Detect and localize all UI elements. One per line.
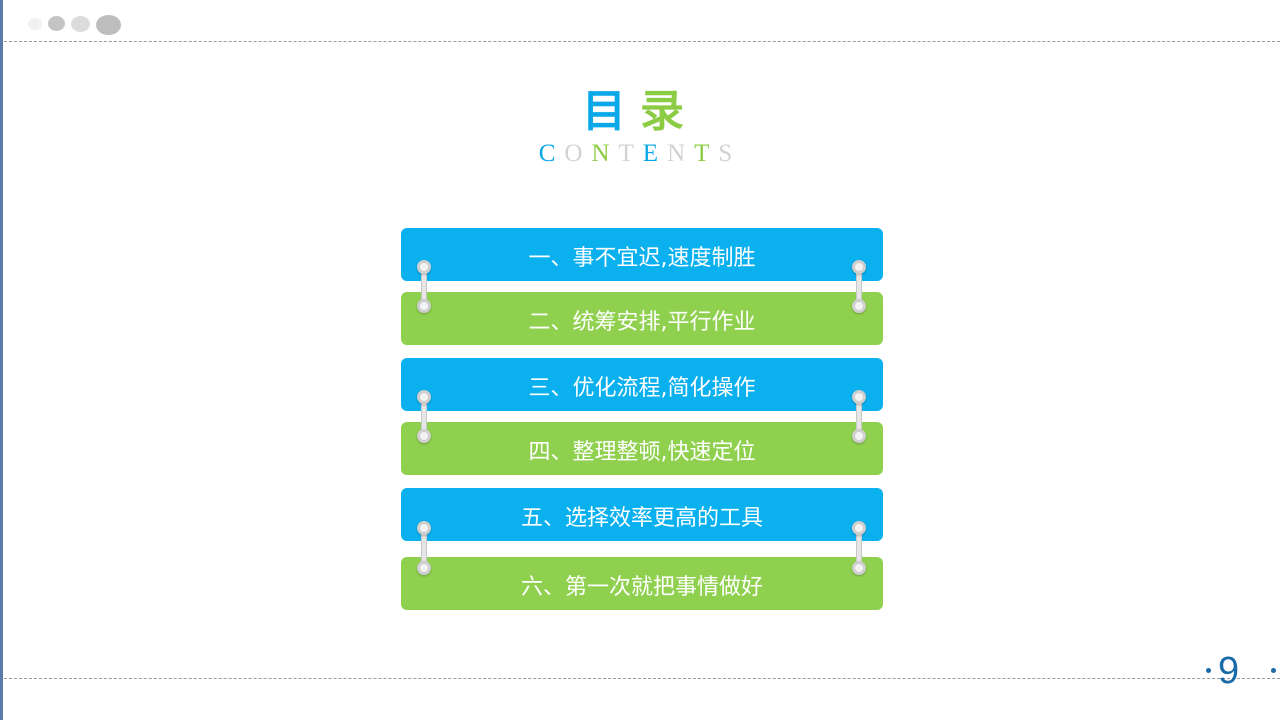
menu-item-1[interactable]: 一、事不宜迟,速度制胜 xyxy=(401,228,883,281)
binder-ring-icon xyxy=(852,299,866,313)
binder-link xyxy=(421,398,427,436)
title-part-2: 录 xyxy=(640,86,698,137)
title-part-1: 目 xyxy=(582,86,640,137)
binder-link xyxy=(421,529,427,569)
left-border xyxy=(0,0,3,720)
subtitle-letter: E xyxy=(642,140,668,167)
binder-ring-icon xyxy=(417,390,431,404)
subtitle-letter: N xyxy=(667,140,695,167)
page-title: 目录 xyxy=(0,86,1280,138)
binder-ring-icon xyxy=(417,561,431,575)
menu-item-2[interactable]: 二、统筹安排,平行作业 xyxy=(401,292,883,345)
menu-item-4[interactable]: 四、整理整顿,快速定位 xyxy=(401,422,883,475)
menu-item-label: 二、统筹安排,平行作业 xyxy=(528,309,756,335)
menu-item-label: 五、选择效率更高的工具 xyxy=(520,505,763,531)
page-number: 9 xyxy=(1200,648,1280,694)
subtitle-letter: O xyxy=(564,140,592,167)
page-number-dot xyxy=(1271,668,1276,673)
subtitle-letter: T xyxy=(694,140,719,167)
binder-ring-icon xyxy=(417,521,431,535)
binder-ring-icon xyxy=(852,260,866,274)
subtitle-letter: T xyxy=(618,140,643,167)
binder-ring-icon xyxy=(852,561,866,575)
menu-item-label: 一、事不宜迟,速度制胜 xyxy=(528,245,756,271)
dot-icon xyxy=(71,16,90,32)
subtitle-letter: N xyxy=(591,140,619,167)
menu-item-label: 三、优化流程,简化操作 xyxy=(528,375,756,401)
binder-ring-icon xyxy=(417,429,431,443)
contents-subtitle: CONTENTS xyxy=(0,140,1280,168)
binder-ring-icon xyxy=(852,521,866,535)
binder-ring-icon xyxy=(417,299,431,313)
decorative-dots xyxy=(28,14,128,36)
menu-item-label: 六、第一次就把事情做好 xyxy=(520,574,763,600)
dot-icon xyxy=(96,15,121,35)
dot-icon xyxy=(28,18,42,30)
menu-item-5[interactable]: 五、选择效率更高的工具 xyxy=(401,488,883,541)
page-number-dot xyxy=(1206,668,1211,673)
page-number-value: 9 xyxy=(1218,650,1240,692)
subtitle-letter: S xyxy=(718,140,742,167)
binder-link xyxy=(856,268,862,306)
subtitle-letter: C xyxy=(538,140,565,167)
top-dashed-divider xyxy=(4,41,1280,42)
binder-ring-icon xyxy=(852,429,866,443)
menu-item-label: 四、整理整顿,快速定位 xyxy=(528,439,756,465)
binder-ring-icon xyxy=(852,390,866,404)
binder-link xyxy=(856,529,862,569)
binder-link xyxy=(421,268,427,306)
menu-item-3[interactable]: 三、优化流程,简化操作 xyxy=(401,358,883,411)
dot-icon xyxy=(48,16,65,31)
binder-link xyxy=(856,398,862,436)
bottom-dashed-divider xyxy=(4,678,1280,679)
menu-item-6[interactable]: 六、第一次就把事情做好 xyxy=(401,557,883,610)
binder-ring-icon xyxy=(417,260,431,274)
